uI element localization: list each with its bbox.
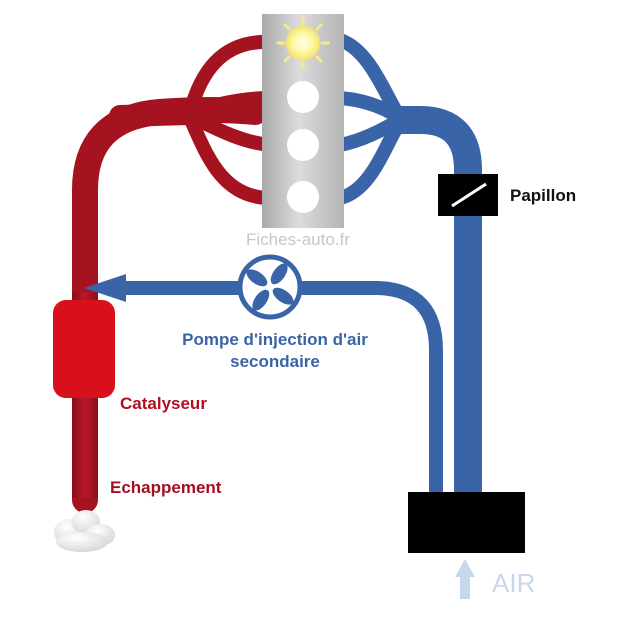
pump-label: Pompe d'injection d'air secondaire bbox=[182, 330, 368, 371]
arrow-up-icon bbox=[455, 559, 475, 599]
arrow-left-icon bbox=[84, 274, 126, 302]
catalyst-label: Catalyseur bbox=[120, 394, 207, 413]
throttle-label: Papillon bbox=[510, 186, 577, 205]
air-filter-box bbox=[408, 492, 525, 553]
secondary-air-line bbox=[120, 281, 443, 495]
watermark: Fiches-auto.fr bbox=[246, 230, 350, 249]
secondary-air-pump bbox=[237, 254, 303, 320]
sun-icon bbox=[276, 16, 330, 70]
catalyst bbox=[53, 300, 115, 398]
intake-manifold bbox=[337, 33, 482, 495]
fan-icon bbox=[246, 263, 294, 311]
cloud-icon bbox=[54, 510, 115, 552]
air-label: AIR bbox=[492, 568, 536, 598]
throttle-body bbox=[438, 174, 498, 216]
exhaust-label: Echappement bbox=[110, 478, 222, 497]
exhaust-manifold bbox=[72, 34, 277, 513]
